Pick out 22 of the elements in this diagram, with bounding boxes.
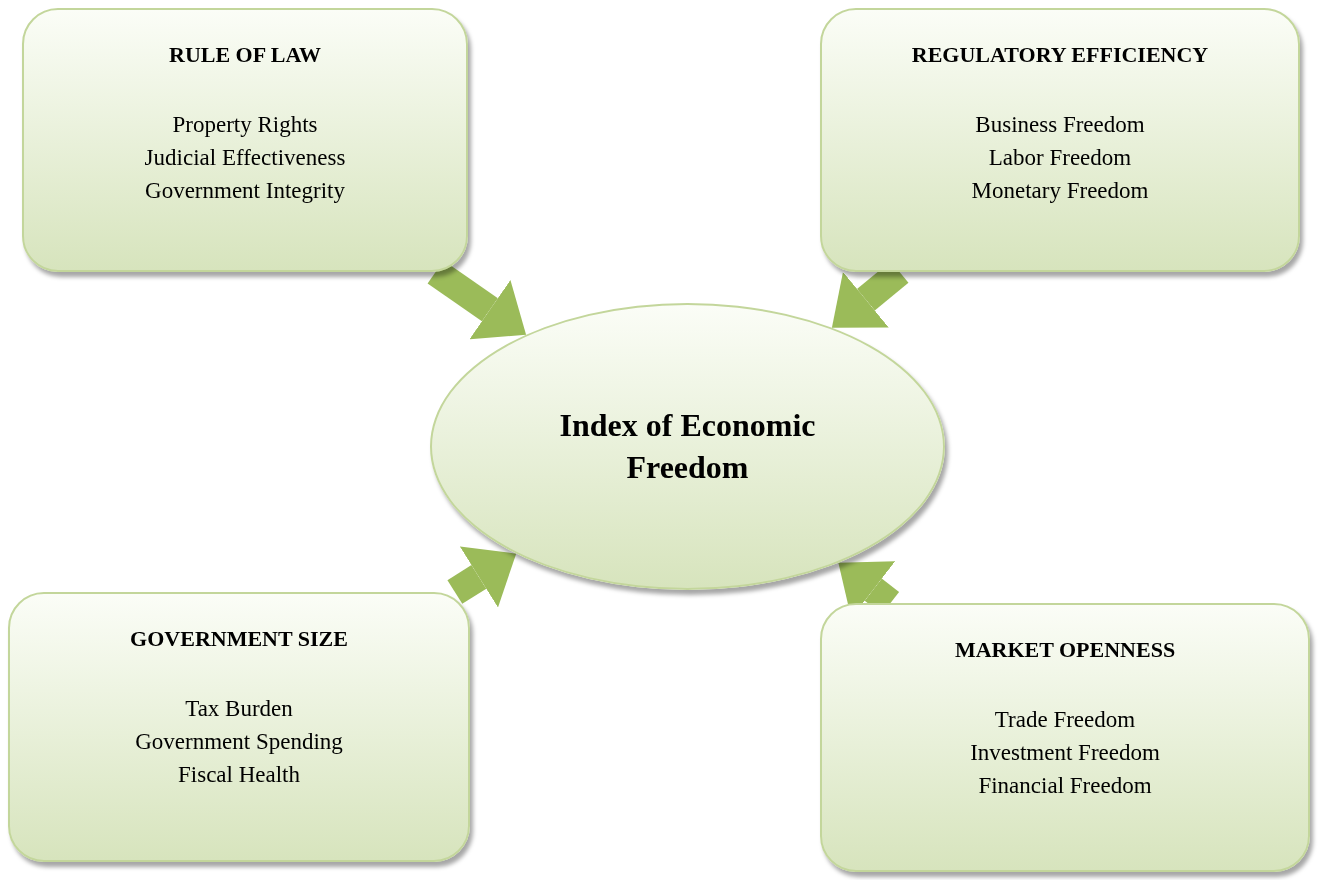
indicator-text: Tax Burden [185, 695, 293, 723]
category-heading: GOVERNMENT SIZE [130, 625, 348, 653]
category-box [820, 8, 1300, 272]
category-heading: REGULATORY EFFICIENCY [911, 41, 1209, 69]
indicator-text: Fiscal Health [178, 761, 300, 789]
category-box [8, 592, 470, 862]
block-arrow [447, 546, 517, 608]
indicator-text: Judicial Effectiveness [144, 144, 346, 172]
indicator-text: Investment Freedom [970, 739, 1160, 767]
indicator-text: Financial Freedom [978, 772, 1152, 800]
indicator-text: Government Integrity [145, 177, 345, 205]
category-heading: MARKET OPENNESS [954, 636, 1176, 664]
indicator-text: Government Spending [135, 728, 343, 756]
indicator-text: Monetary Freedom [971, 177, 1149, 205]
center-title: Index of Economic Freedom [558, 405, 817, 487]
category-box [22, 8, 468, 272]
indicator-text: Business Freedom [975, 111, 1145, 139]
indicator-text: Labor Freedom [988, 144, 1132, 172]
category-box [820, 603, 1310, 872]
indicator-text: Property Rights [172, 111, 318, 139]
indicator-text: Trade Freedom [994, 706, 1136, 734]
category-heading: RULE OF LAW [169, 41, 321, 69]
